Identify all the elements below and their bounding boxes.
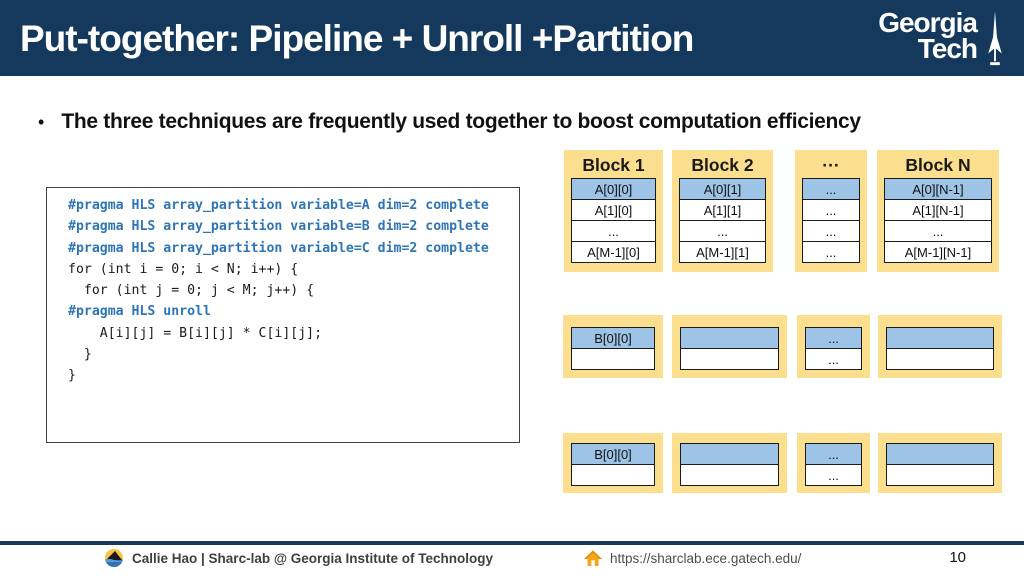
block-title: Block 1 bbox=[582, 155, 645, 175]
cell: ... bbox=[802, 178, 860, 200]
block-title: Block N bbox=[905, 155, 971, 175]
code-line: } bbox=[68, 368, 76, 384]
cell bbox=[680, 464, 779, 486]
code-line: #pragma HLS array_partition variable=B d… bbox=[68, 219, 489, 235]
block-table: ... ... ... ... bbox=[802, 178, 860, 263]
footer-author-text: Callie Hao | Sharc-lab @ Georgia Institu… bbox=[132, 550, 493, 566]
cell: A[M-1][0] bbox=[571, 241, 656, 263]
cell: ... bbox=[805, 443, 862, 465]
cell: ... bbox=[802, 220, 860, 242]
home-icon bbox=[584, 550, 602, 566]
cell: ... bbox=[802, 199, 860, 221]
block-table: A[0][N-1] A[1][N-1] ... A[M-1][N-1] bbox=[884, 178, 992, 263]
bullet-item: • The three techniques are frequently us… bbox=[38, 108, 998, 136]
block-table bbox=[680, 443, 779, 486]
tech-tower-icon bbox=[988, 10, 1002, 66]
footer-url: https://sharclab.ece.gatech.edu/ bbox=[583, 548, 801, 568]
page-number: 10 bbox=[949, 549, 966, 566]
cell bbox=[571, 464, 655, 486]
c-block-card bbox=[672, 433, 787, 493]
block-table: B[0][0] bbox=[571, 327, 655, 370]
block-table bbox=[886, 327, 994, 370]
georgia-tech-wordmark: Georgia Tech bbox=[878, 7, 978, 64]
cell: ... bbox=[571, 220, 656, 242]
block-2-card: Block 2 A[0][1] A[1][1] ... A[M-1][1] bbox=[672, 150, 773, 272]
footer-url-text[interactable]: https://sharclab.ece.gatech.edu/ bbox=[610, 550, 802, 566]
cell: B[0][0] bbox=[571, 327, 655, 349]
b-block-ellipsis-card: ... ... bbox=[797, 315, 870, 378]
code-line: #pragma HLS array_partition variable=A d… bbox=[68, 198, 489, 213]
cell bbox=[680, 348, 779, 370]
cell bbox=[886, 348, 994, 370]
code-line: for (int j = 0; j < M; j++) { bbox=[68, 283, 315, 299]
cell bbox=[680, 443, 779, 465]
block-title: Block 2 bbox=[691, 155, 754, 175]
cell: ... bbox=[802, 241, 860, 263]
cell: A[1][0] bbox=[571, 199, 656, 221]
cell: A[0][N-1] bbox=[884, 178, 992, 200]
block-table: A[0][0] A[1][0] ... A[M-1][0] bbox=[571, 178, 656, 263]
block-table: A[0][1] A[1][1] ... A[M-1][1] bbox=[679, 178, 766, 263]
cell: ... bbox=[679, 220, 766, 242]
georgia-tech-logo: Georgia Tech bbox=[878, 7, 1008, 68]
cell bbox=[680, 327, 779, 349]
code-line: #pragma HLS unroll bbox=[68, 304, 211, 320]
cell bbox=[571, 348, 655, 370]
code-line: for (int i = 0; i < N; i++) { bbox=[68, 261, 299, 277]
block-title: ··· bbox=[822, 155, 840, 175]
cell: A[1][1] bbox=[679, 199, 766, 221]
code-snippet-box: #pragma HLS array_partition variable=A d… bbox=[46, 187, 520, 443]
block-table bbox=[680, 327, 779, 370]
cell: ... bbox=[805, 348, 862, 370]
logo-line-1: Georgia bbox=[878, 7, 978, 38]
block-table: B[0][0] bbox=[571, 443, 655, 486]
cell: A[1][N-1] bbox=[884, 199, 992, 221]
bullet-text: The three techniques are frequently used… bbox=[61, 110, 861, 133]
cell bbox=[886, 464, 994, 486]
code-line: #pragma HLS array_partition variable=C d… bbox=[68, 240, 489, 256]
block-table bbox=[886, 443, 994, 486]
cell: ... bbox=[805, 327, 862, 349]
footer-divider bbox=[0, 541, 1024, 545]
cell: ... bbox=[805, 464, 862, 486]
c-block-card: B[0][0] bbox=[563, 433, 663, 493]
c-block-ellipsis-card: ... ... bbox=[797, 433, 870, 493]
sharc-lab-icon bbox=[105, 549, 123, 567]
cell bbox=[886, 443, 994, 465]
bullet-marker: • bbox=[38, 112, 45, 132]
block-table: ... ... bbox=[805, 443, 862, 486]
footer-author: Callie Hao | Sharc-lab @ Georgia Institu… bbox=[104, 548, 493, 568]
cell: B[0][0] bbox=[571, 443, 655, 465]
b-block-card: B[0][0] bbox=[563, 315, 663, 378]
cell: ... bbox=[884, 220, 992, 242]
cell: A[0][0] bbox=[571, 178, 656, 200]
page-title: Put-together: Pipeline + Unroll +Partiti… bbox=[20, 18, 694, 59]
block-ellipsis-card: ··· ... ... ... ... bbox=[795, 150, 867, 272]
code-line: } bbox=[68, 347, 92, 363]
logo-line-2: Tech bbox=[917, 33, 978, 64]
cell: A[M-1][1] bbox=[679, 241, 766, 263]
code-line: A[i][j] = B[i][j] * C[i][j]; bbox=[68, 325, 323, 341]
cell: A[M-1][N-1] bbox=[884, 241, 992, 263]
b-block-card bbox=[878, 315, 1002, 378]
cell bbox=[886, 327, 994, 349]
header-bar: Put-together: Pipeline + Unroll +Partiti… bbox=[0, 0, 1024, 76]
block-1-card: Block 1 A[0][0] A[1][0] ... A[M-1][0] bbox=[564, 150, 663, 272]
block-n-card: Block N A[0][N-1] A[1][N-1] ... A[M-1][N… bbox=[877, 150, 999, 272]
c-block-card bbox=[878, 433, 1002, 493]
cell: A[0][1] bbox=[679, 178, 766, 200]
b-block-card bbox=[672, 315, 787, 378]
block-table: ... ... bbox=[805, 327, 862, 370]
